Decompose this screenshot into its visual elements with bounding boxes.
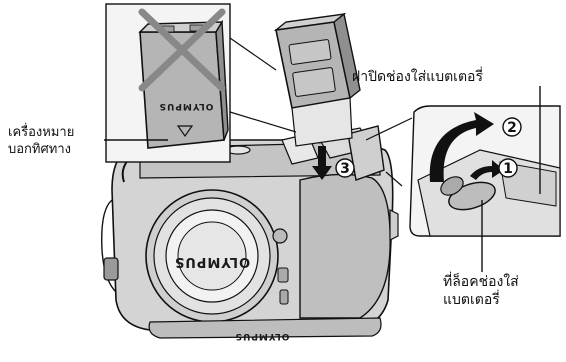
inset-brand-text: OLYMPUS: [159, 101, 214, 111]
cap-brand-text: OLYMPUS: [174, 254, 250, 269]
cover-lock-detail-inset: [366, 86, 560, 272]
battery-cover-label: ฝาปิดช่องใส่แบตเตอรี่: [352, 68, 483, 86]
battery-lock-label-line2: แบตเตอรี่: [443, 291, 519, 309]
battery-lock-label-line1: ที่ล็อคช่องใส่: [443, 273, 519, 291]
bottom-brand-text: OLYMPUS: [235, 331, 290, 341]
step-1-number: 1: [503, 161, 513, 177]
battery-cover-label-text: ฝาปิดช่องใส่แบตเตอรี่: [352, 68, 483, 86]
direction-mark-label-line1: เครื่องหมาย: [8, 124, 74, 141]
battery-correct: [276, 14, 360, 108]
step-2-number: 2: [507, 120, 517, 136]
wrong-orientation-inset: [106, 4, 296, 162]
direction-mark-label: เครื่องหมาย บอกทิศทาง: [8, 124, 74, 158]
direction-mark-label-line2: บอกทิศทาง: [8, 141, 74, 158]
battery-lock-label: ที่ล็อคช่องใส่ แบตเตอรี่: [443, 273, 519, 309]
step-3-number: 3: [340, 161, 350, 177]
